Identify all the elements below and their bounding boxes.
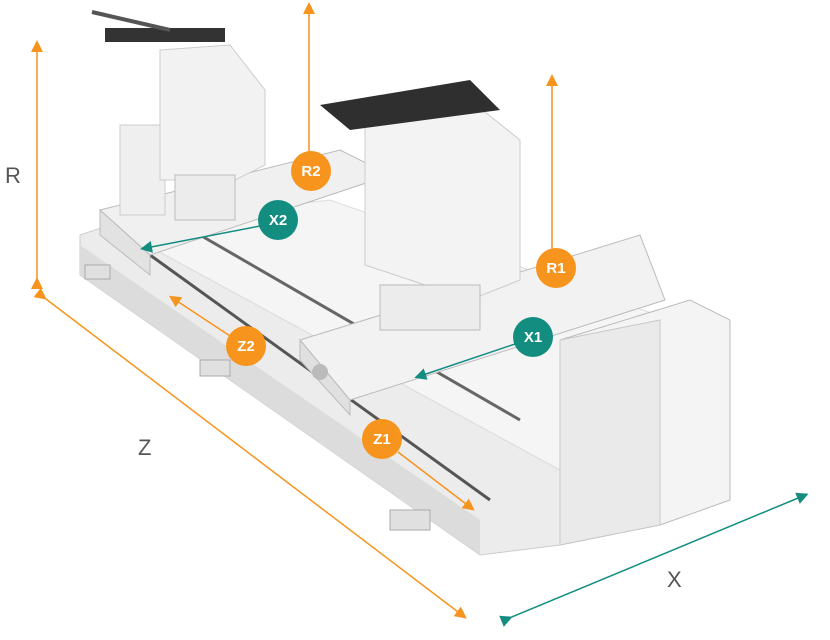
z1-badge: Z1 [362, 419, 402, 459]
x1-badge: X1 [513, 317, 553, 357]
z-axis-label: Z [138, 435, 152, 460]
z-axis-arrow [33, 287, 467, 619]
x-axis-label: X [667, 567, 682, 592]
r-axis-label: R [5, 163, 21, 188]
z2-badge: Z2 [226, 326, 266, 366]
z1-arrow [397, 451, 475, 511]
motor-housing [559, 299, 731, 546]
x2-arrow [140, 225, 261, 253]
z2-arrow [168, 295, 231, 337]
r1-badge: R1 [536, 248, 576, 288]
x-axis-arrow [499, 492, 809, 627]
r2-badge: R2 [291, 151, 331, 191]
x2-badge: X2 [258, 200, 298, 240]
x1-arrow [414, 343, 516, 380]
